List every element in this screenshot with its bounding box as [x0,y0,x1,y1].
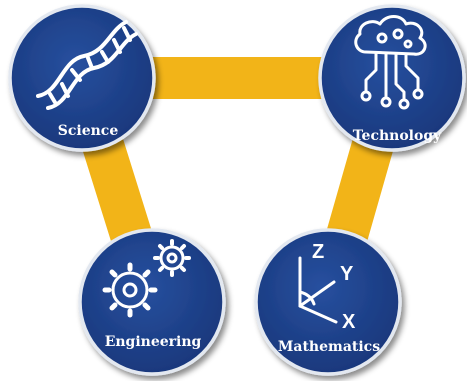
engineering-circle [78,228,226,376]
dna-icon [36,20,138,110]
axis-letter-z: Z [312,241,324,263]
engineering-label: Engineering [105,334,202,350]
xyz-axes-icon [298,256,338,324]
science-label: Science [58,123,119,139]
node-technology: Technology [318,4,466,152]
mathematics-circle [254,228,402,376]
node-engineering: Engineering [78,228,226,376]
node-science: Science [8,4,156,152]
node-mathematics: Z Y X Mathematics [254,228,402,376]
technology-label: Technology [353,128,442,144]
gears-icon [102,239,191,318]
axis-letter-x: X [342,311,356,333]
axis-letter-y: Y [340,263,354,285]
mathematics-label: Mathematics [278,339,380,355]
science-circle [8,4,156,152]
circuit-brain-icon [354,15,427,110]
